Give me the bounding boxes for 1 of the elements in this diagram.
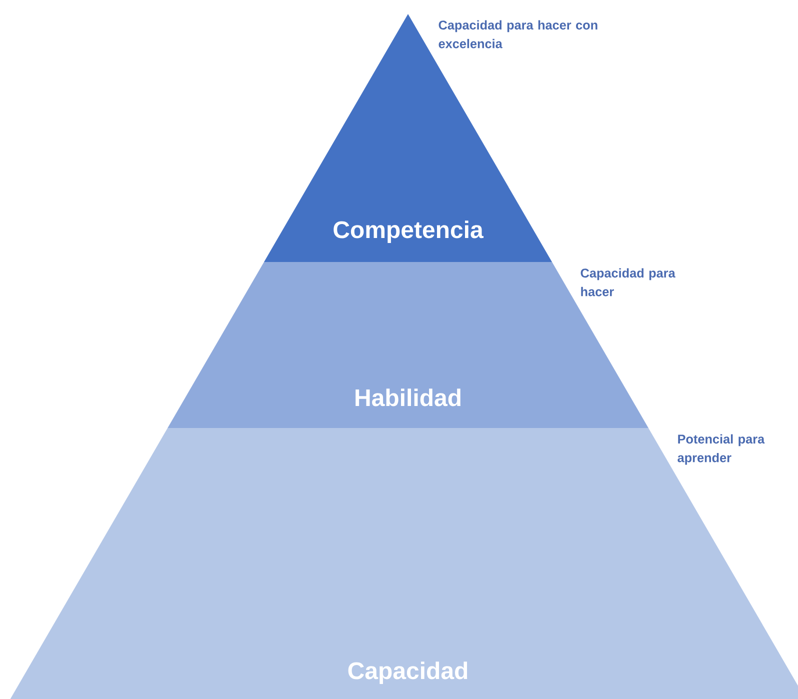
tier-description: Potencial para aprender xyxy=(678,434,765,465)
